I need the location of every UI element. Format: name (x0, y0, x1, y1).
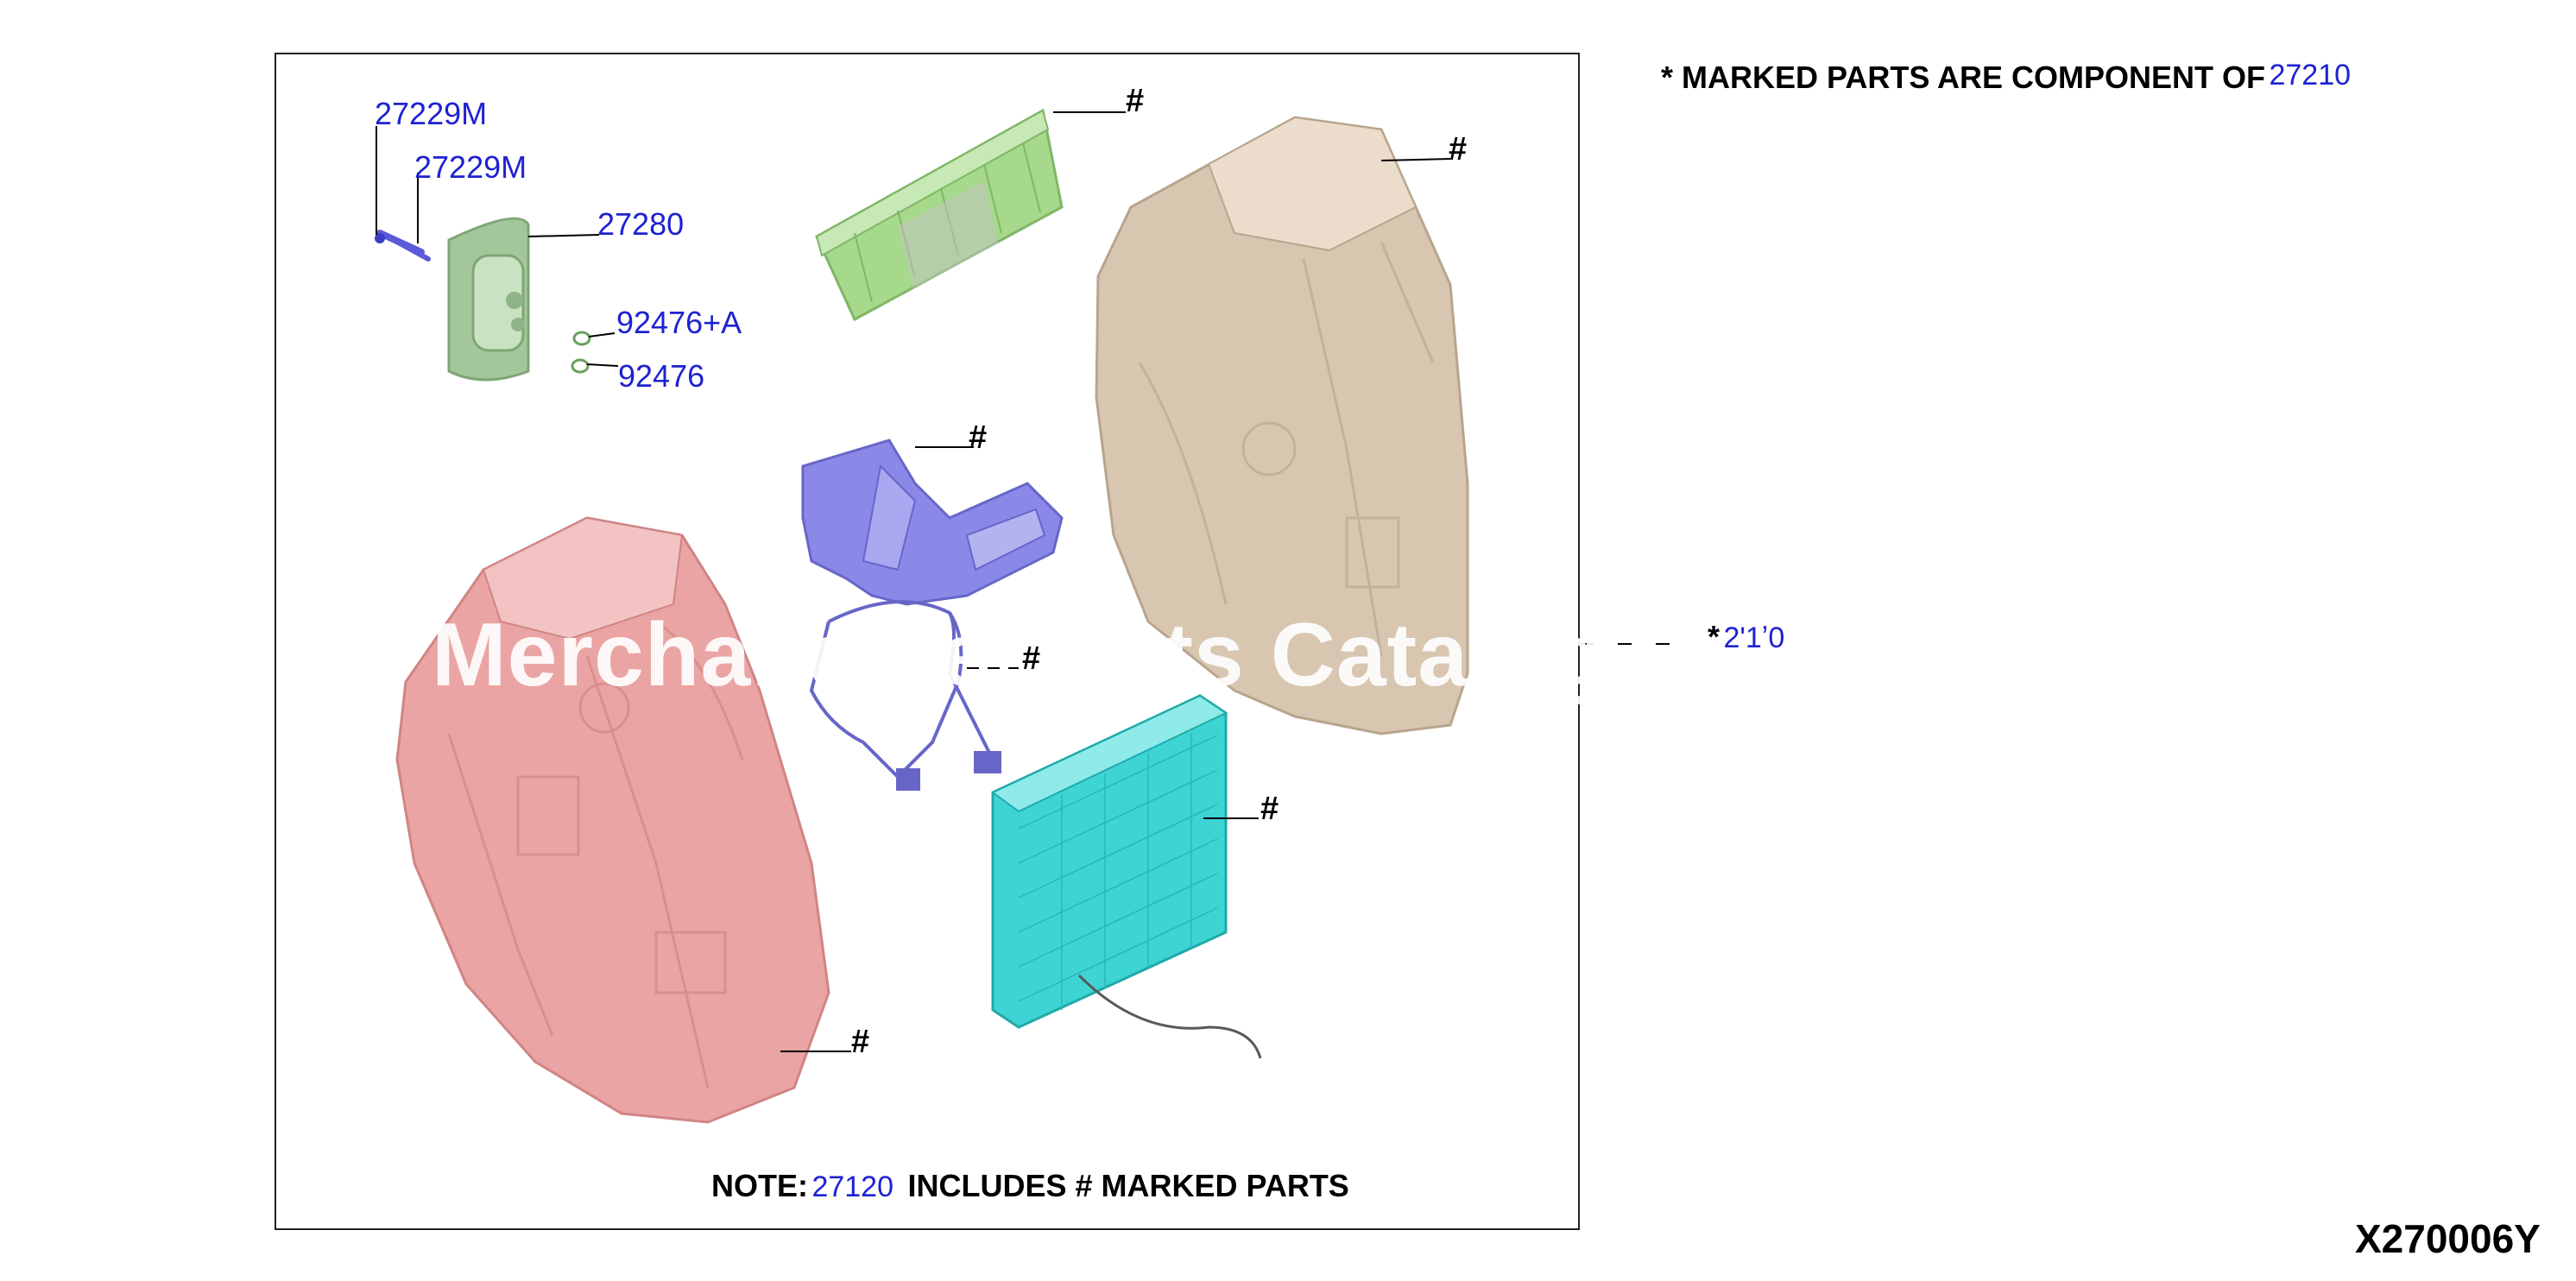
part-link-27280[interactable]: 27280 (597, 206, 685, 242)
actuator-part[interactable] (447, 217, 530, 382)
catalog-watermark: Merchandise Parts Catalog (432, 605, 1607, 705)
part-link-27229m-a[interactable]: 27229M (375, 96, 488, 131)
hash-marker-evaporator: # (1260, 791, 1279, 827)
front-housing-part[interactable] (395, 516, 830, 1124)
footer-note-suffix: INCLUDES # MARKED PARTS (907, 1168, 1349, 1203)
footer-note-prefix: NOTE: (711, 1168, 808, 1203)
o-ring-part[interactable] (571, 331, 591, 374)
footer-note: NOTE: 27120 INCLUDES # MARKED PARTS (711, 1171, 1349, 1202)
side-callout-star: * (1708, 619, 1720, 654)
leader-lines (376, 111, 1692, 1052)
rear-housing-part[interactable] (1095, 116, 1469, 735)
diagram-frame (275, 53, 1580, 1230)
component-note: * MARKED PARTS ARE COMPONENT OF 27210 (1661, 59, 2352, 95)
filter-door-part[interactable] (815, 108, 1064, 322)
side-callout: * 2ʹ1ʼ0 (1708, 622, 1784, 653)
part-link-27210[interactable]: 27210 (2269, 59, 2352, 92)
hash-marker-duct: # (969, 420, 988, 456)
part-link-92476[interactable]: 92476 (618, 358, 705, 394)
diagram-code: X270006Y (2355, 1216, 2541, 1261)
part-link-92476a[interactable]: 92476+A (616, 305, 742, 340)
component-note-text: * MARKED PARTS ARE COMPONENT OF (1661, 60, 2266, 95)
part-link-27229m-b[interactable]: 27229M (414, 149, 527, 185)
hash-marker-front-housing: # (851, 1024, 870, 1060)
evaporator-part[interactable] (991, 694, 1262, 1059)
wire-harness-part[interactable] (809, 600, 1001, 791)
hash-marker-filter-door: # (1126, 83, 1145, 119)
screw-part[interactable] (375, 230, 431, 262)
part-link-side[interactable]: 2ʹ1ʼ0 (1723, 622, 1785, 654)
part-link-27120[interactable]: 27120 (811, 1171, 893, 1203)
hash-marker-rear-housing: # (1449, 131, 1468, 167)
hash-marker-harness: # (1022, 640, 1041, 677)
duct-part[interactable] (801, 439, 1064, 606)
